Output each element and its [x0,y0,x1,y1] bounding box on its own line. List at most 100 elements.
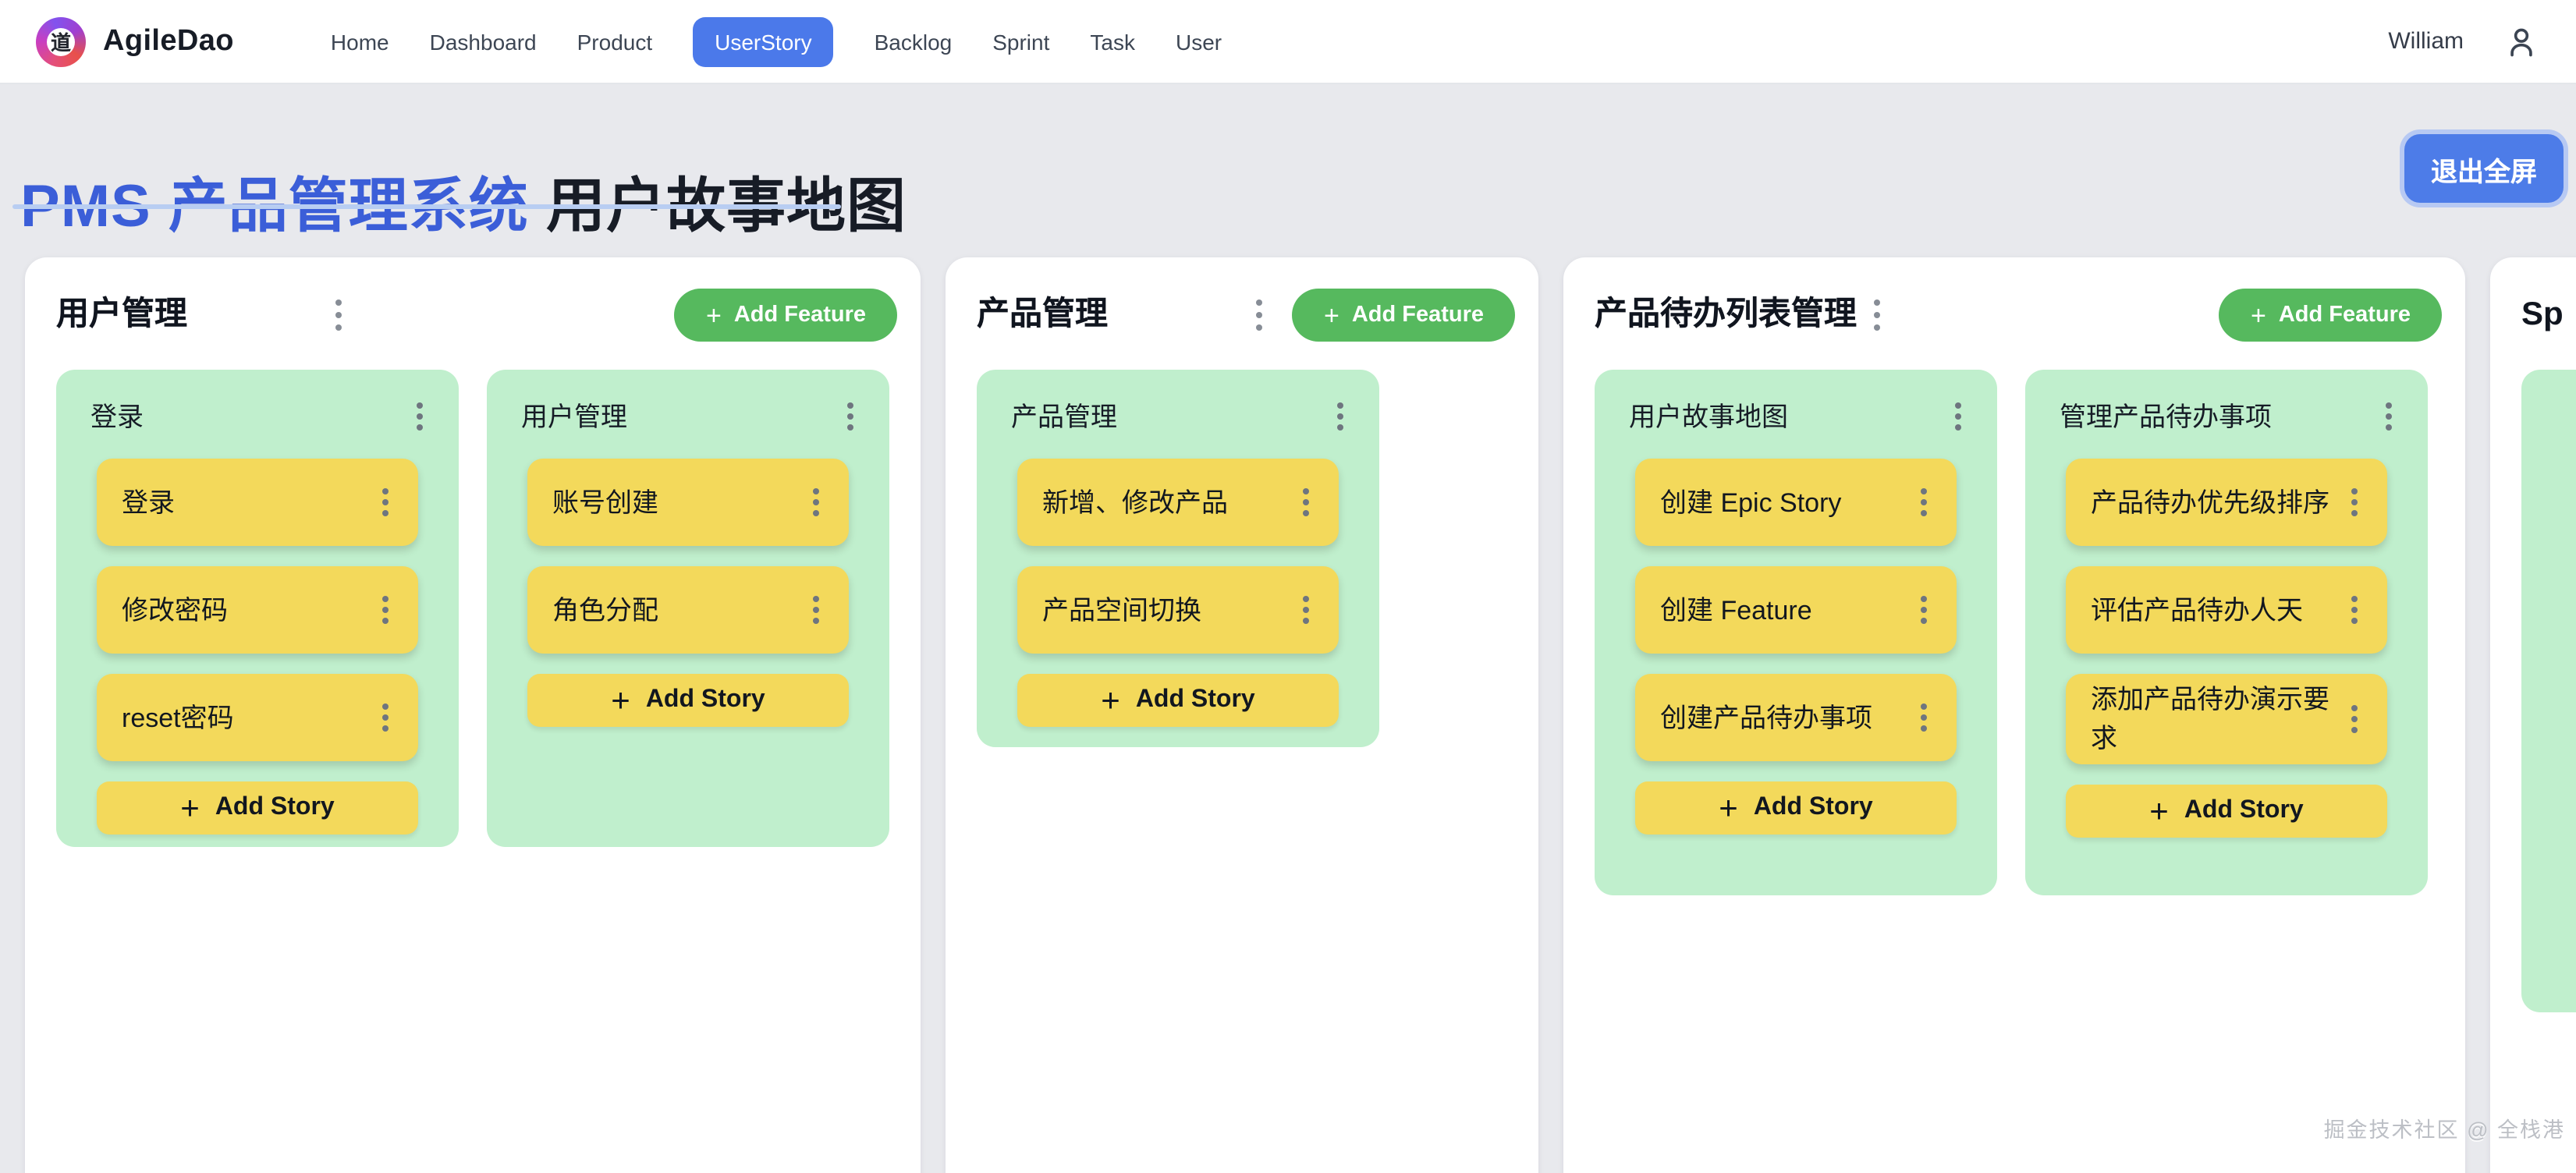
kebab-menu-icon[interactable] [802,591,830,629]
add-story-label: Add Story [215,794,335,820]
kebab-menu-icon[interactable] [1944,398,1972,435]
story-card[interactable]: 创建产品待办事项 [1635,674,1957,761]
story-label: 角色分配 [552,595,658,625]
story-card[interactable]: 新增、修改产品 [1017,459,1339,546]
feature-header: 管理产品待办事项 [2047,385,2406,438]
plus-icon: + [1101,682,1120,718]
epic-title: Sp [2521,296,2564,332]
epic-header: Sp+Add Feature [2490,257,2576,342]
add-story-label: Add Story [2184,797,2304,824]
page-title: PMS 产品管理系统 用户故事地图 [20,158,907,244]
add-story-button[interactable]: + Add Story [1635,781,1957,835]
plus-icon: + [2250,300,2266,330]
add-feature-label: Add Feature [1351,303,1484,328]
epic-column: 产品管理 + Add Feature 产品管理新增、修改产品产品空间切换 + Add St… [946,257,1538,1173]
story-card[interactable]: 添加产品待办演示要求 [2066,674,2387,764]
plus-icon: + [705,300,722,330]
story-label: 创建 Feature [1660,595,1812,625]
exit-fullscreen-button[interactable]: 退出全屏 [2404,134,2564,203]
nav-item-user[interactable]: User [1175,29,1222,54]
nav-item-sprint[interactable]: Sprint [992,29,1050,54]
feature-title: 用户管理 [521,402,627,432]
feature-title: 用户故事地图 [1629,402,1788,432]
epic-header: 产品待办列表管理 +Add Feature [1563,257,2465,342]
story-card[interactable]: 账号创建 [527,459,849,546]
feature-card[interactable]: 用户故事地图创建 Epic Story 创建 Feature 创建产品待办事项 + Ad… [1595,370,1997,895]
kebab-menu-icon[interactable] [1910,484,1938,521]
kebab-menu-icon[interactable] [1910,699,1938,736]
kebab-menu-icon[interactable] [2340,700,2368,738]
add-story-button[interactable]: +Add Story [527,674,849,727]
epic-title: 产品待办列表管理 [1595,296,1857,332]
feature-card[interactable]: 产品管理新增、修改产品产品空间切换 + Add Story [977,370,1379,747]
nav-item-product[interactable]: Product [577,29,653,54]
story-label: reset密码 [122,703,234,732]
kebab-menu-icon[interactable] [2375,398,2403,435]
kebab-menu-icon[interactable] [1292,484,1320,521]
kebab-menu-icon[interactable] [371,699,399,736]
feature-card[interactable]: 用户管理账号创建角色分配 +Add Story [487,370,889,847]
person-icon[interactable] [2504,24,2539,58]
feature-card[interactable]: 管理产品待办事项产品待办优先级排序评估产品待办人天添加产品待办演示要求 +Add … [2025,370,2428,895]
kebab-menu-icon[interactable] [2340,591,2368,629]
add-feature-button[interactable]: + Add Feature [674,289,897,342]
story-card[interactable]: 修改密码 [97,566,418,654]
story-label: 新增、修改产品 [1042,487,1228,517]
kebab-menu-icon[interactable] [802,484,830,521]
story-label: 添加产品待办演示要求 [2091,685,2329,753]
features-row: 产品管理新增、修改产品产品空间切换 + Add Story [946,342,1538,747]
add-feature-button[interactable]: + Add Feature [1292,289,1515,342]
story-card[interactable]: 登录 [97,459,418,546]
feature-title: 管理产品待办事项 [2060,402,2272,432]
kebab-menu-icon[interactable] [1245,296,1273,334]
story-label: 创建 Epic Story [1660,487,1842,517]
kebab-menu-icon[interactable] [1863,296,1891,334]
add-story-button[interactable]: +Add Story [2066,785,2387,838]
add-story-label: Add Story [645,686,765,713]
kebab-menu-icon[interactable] [325,296,353,334]
story-card[interactable]: reset密码 [97,674,418,761]
kebab-menu-icon[interactable] [371,484,399,521]
story-card[interactable]: 角色分配 [527,566,849,654]
feature-card[interactable] [2521,370,2576,1012]
logo-dao-character: 道 [50,31,71,55]
story-card[interactable]: 评估产品待办人天 [2066,566,2387,654]
story-label: 账号创建 [552,487,658,517]
kebab-menu-icon[interactable] [406,398,434,435]
plus-icon: + [1323,300,1339,330]
kebab-menu-icon[interactable] [371,591,399,629]
nav-item-task[interactable]: Task [1090,29,1135,54]
add-story-label: Add Story [1753,794,1873,820]
user-name[interactable]: William [2388,28,2464,55]
epic-title: 产品管理 [977,296,1108,332]
title-underline [12,204,841,209]
add-feature-label: Add Feature [733,303,866,328]
add-story-button[interactable]: +Add Story [97,781,418,835]
nav-item-home[interactable]: Home [330,29,389,54]
story-card[interactable]: 产品待办优先级排序 [2066,459,2387,546]
story-card[interactable]: 创建 Epic Story [1635,459,1957,546]
nav-item-backlog[interactable]: Backlog [874,29,953,54]
kebab-menu-icon[interactable] [1292,591,1320,629]
feature-header: 产品管理 [999,385,1357,438]
feature-header [2543,385,2576,435]
navbar-right: William [2388,24,2539,58]
kebab-menu-icon[interactable] [836,398,864,435]
nav-item-dashboard[interactable]: Dashboard [429,29,537,54]
features-row [2490,342,2576,1012]
kebab-menu-icon[interactable] [1910,591,1938,629]
plus-icon: + [1719,790,1738,826]
story-card[interactable]: 产品空间切换 [1017,566,1339,654]
nav-item-userstory[interactable]: UserStory [693,16,834,66]
feature-title: 产品管理 [1011,402,1117,432]
add-story-label: Add Story [1135,686,1255,713]
kebab-menu-icon[interactable] [2340,484,2368,521]
kebab-menu-icon[interactable] [1326,398,1354,435]
story-card[interactable]: 创建 Feature [1635,566,1957,654]
add-story-button[interactable]: + Add Story [1017,674,1339,727]
add-feature-button[interactable]: +Add Feature [2219,289,2442,342]
